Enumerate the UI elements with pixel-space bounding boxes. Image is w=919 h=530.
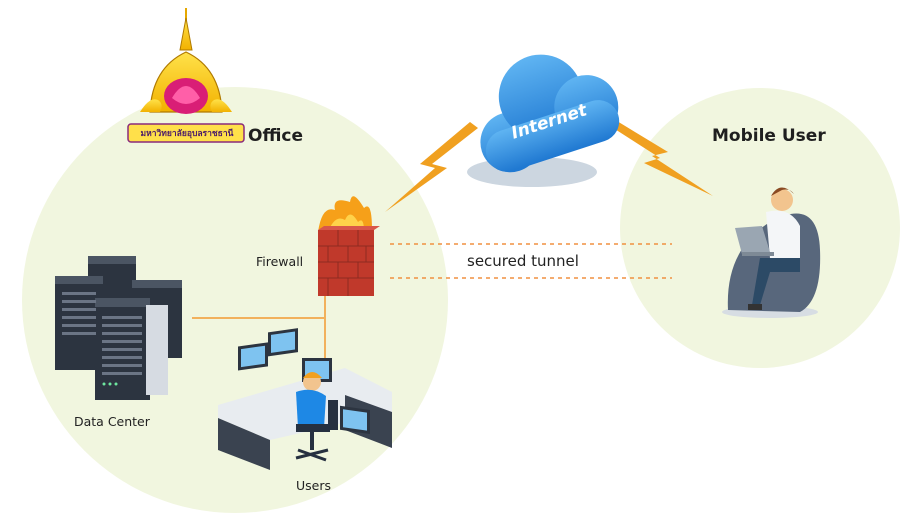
internet-cloud-icon (467, 54, 620, 187)
mobile-user-icon (722, 187, 821, 318)
tunnel-lines (390, 243, 672, 279)
lightning-right-icon (607, 118, 713, 196)
users-workstation-icon (218, 328, 392, 470)
tunnel-label: secured tunnel (467, 252, 579, 270)
users-label: Users (296, 478, 332, 493)
firewall-label: Firewall (256, 254, 304, 269)
lightning-left-icon (385, 122, 478, 212)
data-center-label: Data Center (74, 414, 150, 429)
data-center-icon (55, 256, 182, 400)
firewall-icon (318, 196, 380, 296)
network-lines (192, 290, 326, 360)
university-seal-logo (127, 8, 245, 143)
mobile-user-title: Mobile User (712, 126, 826, 146)
seal-text: มหาวิทยาลัยอุบลราชธานี (140, 129, 234, 139)
office-title: Office (248, 126, 304, 146)
